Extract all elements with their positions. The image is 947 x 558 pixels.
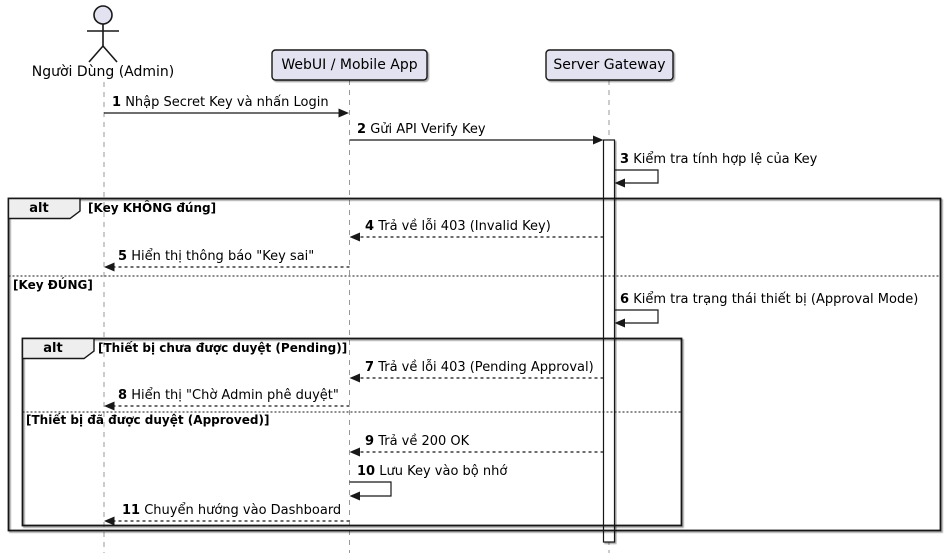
message-7-label: 7 Trả về lỗi 403 (Pending Approval) <box>365 360 594 375</box>
message-3-text: Kiểm tra tính hợp lệ của Key <box>633 152 818 167</box>
message-7-arrowhead <box>349 373 360 383</box>
message-3-number: 3 <box>620 152 630 167</box>
message-9-number: 9 <box>365 434 375 449</box>
message-arrows <box>104 108 659 526</box>
alt-fragment-outer-frame <box>7 197 942 532</box>
message-7-number: 7 <box>365 360 375 375</box>
alt-operator-inner: alt <box>43 341 63 356</box>
message-2-number: 2 <box>357 122 367 137</box>
participant-label-gateway: Server Gateway <box>553 57 666 73</box>
message-10-label: 10 Lưu Key vào bộ nhớ <box>357 464 507 479</box>
message-10-arrowhead <box>349 491 360 501</box>
activation-bar-gateway <box>602 139 616 543</box>
message-3-loop <box>614 169 659 184</box>
message-11-text: Chuyển hướng vào Dashboard <box>144 503 342 518</box>
message-10-loop <box>349 481 392 497</box>
message-7-text: Trả về lỗi 403 (Pending Approval) <box>378 360 594 375</box>
alt-guard-outer-top: [Key KHÔNG đúng] <box>88 201 217 215</box>
message-2-text: Gửi API Verify Key <box>370 122 486 137</box>
alt-guard-outer-bottom: [Key ĐÚNG] <box>13 278 93 292</box>
message-6-label: 6 Kiểm tra trạng thái thiết bị (Approval… <box>620 292 918 307</box>
alt-fragment-inner-pentagon <box>21 337 95 360</box>
message-11-number: 11 <box>122 503 141 518</box>
message-6-loop <box>614 309 659 324</box>
participant-box-gateway <box>545 49 674 81</box>
message-6-text: Kiểm tra trạng thái thiết bị (Approval M… <box>633 292 919 307</box>
message-5-number: 5 <box>118 249 128 264</box>
message-1-arrowhead <box>338 108 349 118</box>
message-4-label: 4 Trả về lỗi 403 (Invalid Key) <box>365 219 551 234</box>
actor-icon <box>87 5 119 63</box>
message-2-label: 2 Gửi API Verify Key <box>357 122 486 137</box>
message-2-arrowhead <box>593 135 604 145</box>
message-8-number: 8 <box>118 388 128 403</box>
message-1-number: 1 <box>112 95 122 110</box>
message-5-arrowhead <box>104 262 115 272</box>
message-10-number: 10 <box>357 464 376 479</box>
message-4-number: 4 <box>365 219 375 234</box>
message-11-label: 11 Chuyển hướng vào Dashboard <box>122 503 341 518</box>
alt-guard-inner-bottom: [Thiết bị đã được duyệt (Approved)] <box>26 413 270 427</box>
participant-box-webui <box>271 49 428 81</box>
message-1-text: Nhập Secret Key và nhấn Login <box>125 95 329 110</box>
message-9-label: 9 Trả về 200 OK <box>365 434 469 449</box>
message-8-label: 8 Hiển thị "Chờ Admin phê duyệt" <box>118 388 339 403</box>
message-3-label: 3 Kiểm tra tính hợp lệ của Key <box>620 152 817 167</box>
message-5-label: 5 Hiển thị thông báo "Key sai" <box>118 249 314 264</box>
message-10-text: Lưu Key vào bộ nhớ <box>379 464 508 479</box>
alt-fragment-inner-frame <box>21 337 683 527</box>
message-11-arrowhead <box>104 516 115 526</box>
message-9-text: Trả về 200 OK <box>378 434 470 449</box>
message-6-number: 6 <box>620 292 630 307</box>
alt-guard-inner-top: [Thiết bị chưa được duyệt (Pending)] <box>98 341 348 355</box>
alt-operator-outer: alt <box>29 201 49 216</box>
message-8-text: Hiển thị "Chờ Admin phê duyệt" <box>131 388 339 403</box>
message-6-arrowhead <box>614 318 625 328</box>
participant-label-webui: WebUI / Mobile App <box>281 57 418 73</box>
message-8-arrowhead <box>104 401 115 411</box>
actor-label: Người Dùng (Admin) <box>31 64 175 80</box>
message-1-label: 1 Nhập Secret Key và nhấn Login <box>112 95 329 110</box>
message-4-arrowhead <box>349 232 360 242</box>
message-3-arrowhead <box>614 178 625 188</box>
message-9-arrowhead <box>349 447 360 457</box>
message-4-text: Trả về lỗi 403 (Invalid Key) <box>378 219 551 234</box>
alt-fragment-outer-pentagon <box>7 197 81 220</box>
message-5-text: Hiển thị thông báo "Key sai" <box>131 249 315 264</box>
